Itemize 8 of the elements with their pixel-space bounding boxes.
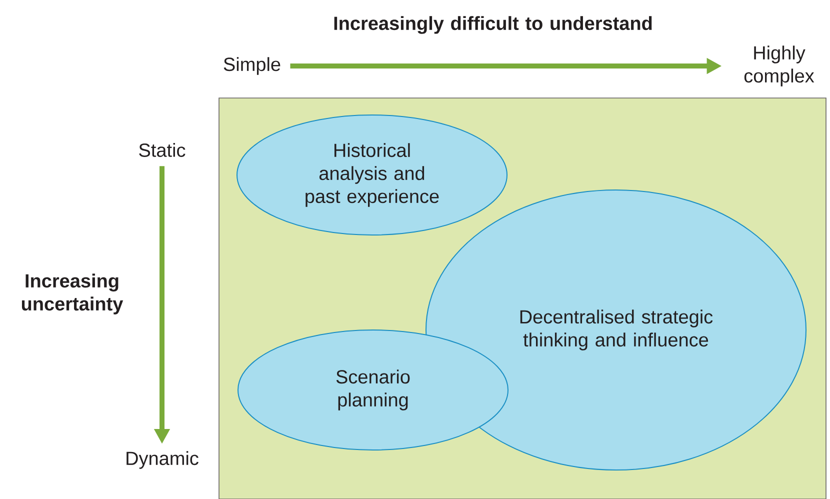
- ellipse-node: Historical analysis and past experience: [236, 114, 508, 236]
- axis-label: Static: [139, 143, 186, 157]
- ellipse-node: Scenario planning: [238, 330, 508, 450]
- heading: Increasing uncertainty: [22, 274, 124, 314]
- axis-label: Dynamic: [126, 451, 198, 469]
- axis-label: Simple: [224, 57, 280, 75]
- axis-label: Highly complex: [744, 46, 814, 86]
- heading: Increasingly difficult to understand: [334, 16, 652, 34]
